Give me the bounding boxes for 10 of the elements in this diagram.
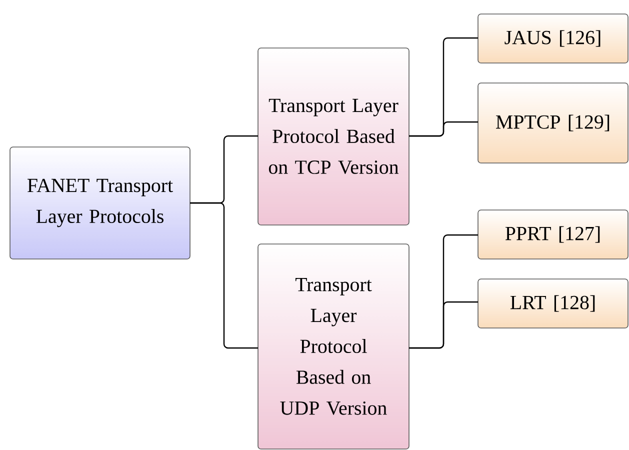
- connector: [190, 202, 258, 349]
- protocol-box: PPRT [127]: [478, 210, 628, 260]
- protocol-box: MPTCP [129]: [478, 82, 628, 164]
- connector: [409, 121, 478, 137]
- category-box: Transport Layer Protocol Based on UDP Version: [258, 244, 410, 450]
- connector: [409, 301, 478, 349]
- category-box: FANET Transport Layer Protocols: [10, 146, 190, 260]
- protocol-box: JAUS [126]: [478, 14, 628, 64]
- category-box: Transport Layer Protocol Based on TCP Version: [258, 48, 410, 226]
- protocol-box: LRT [128]: [478, 278, 628, 328]
